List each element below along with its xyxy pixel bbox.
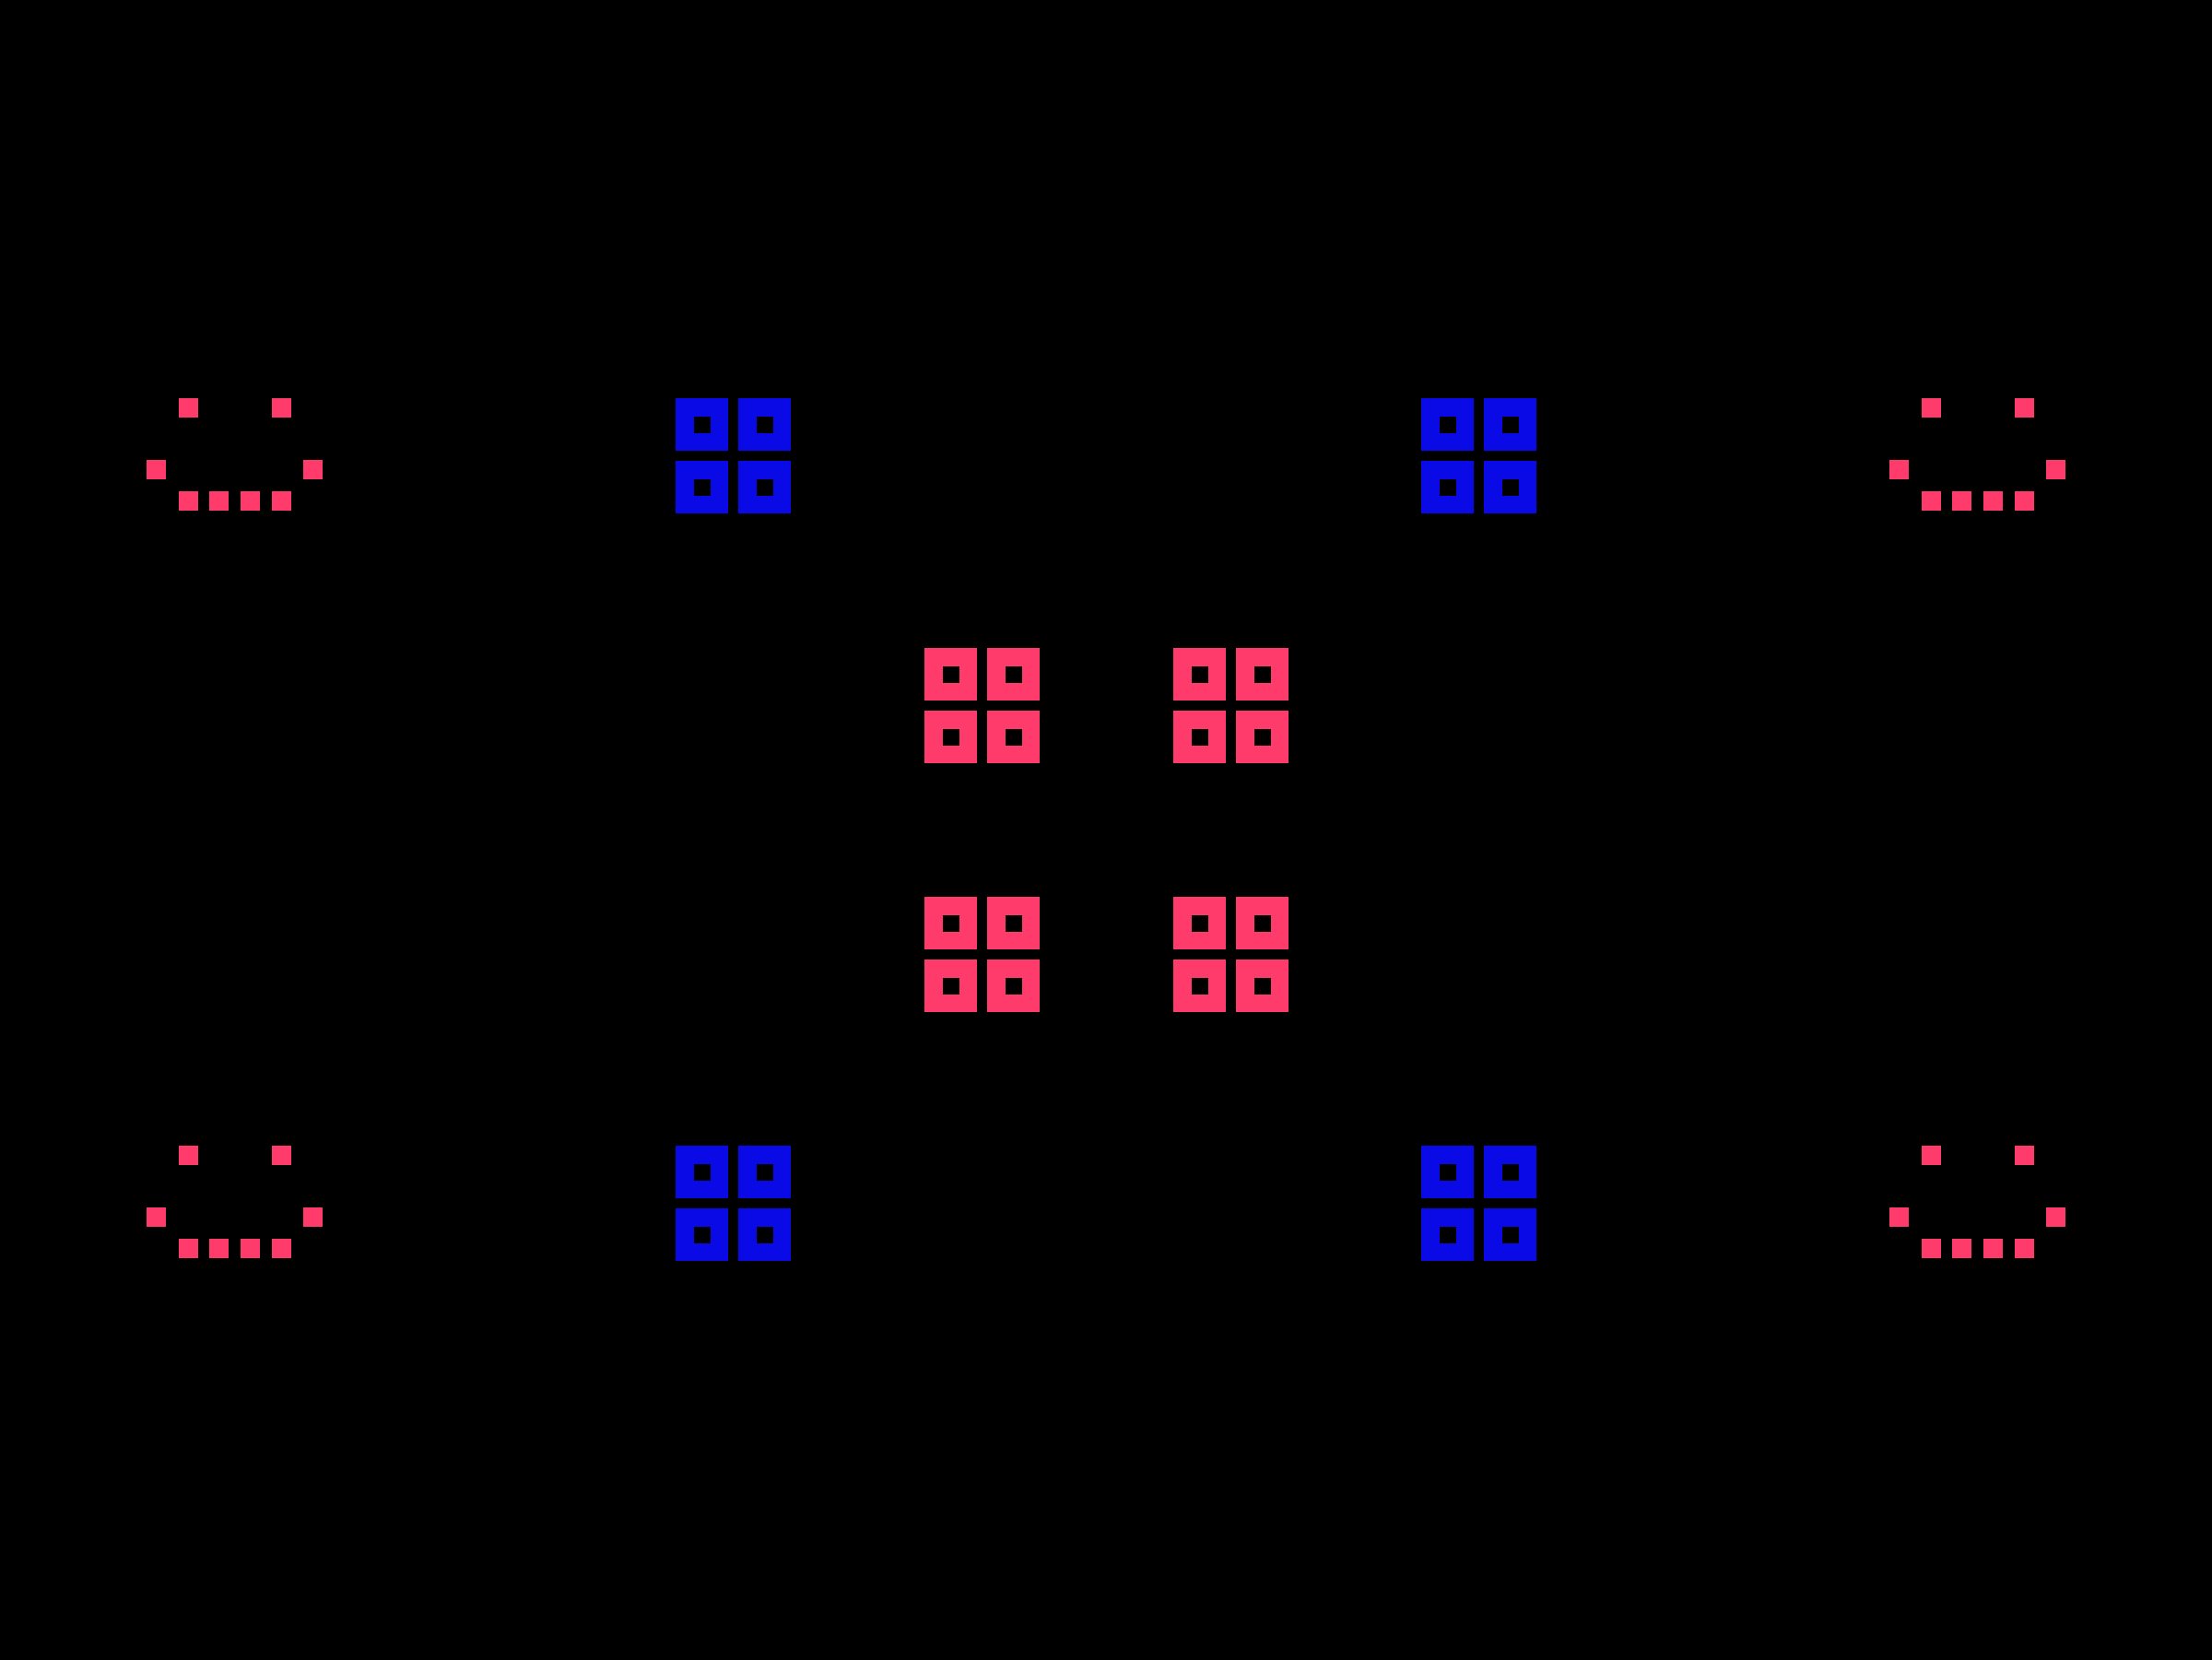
block-cell-hole (1440, 1164, 1456, 1181)
pink-block-center-top-left[interactable] (924, 648, 1040, 763)
block-cell-hole (943, 666, 959, 683)
block-cell-hole (1192, 666, 1208, 683)
smiley-dot (272, 1239, 291, 1258)
smiley-dot (209, 1239, 229, 1258)
smiley-dot (241, 491, 260, 511)
block-cell-hole (943, 978, 959, 995)
smiley-dot (241, 1239, 260, 1258)
block-cell-hole (1192, 729, 1208, 746)
pink-block-center-top-right[interactable] (1173, 648, 1288, 763)
block-cell-hole (1192, 915, 1208, 932)
block-cell-hole (694, 1227, 711, 1243)
blue-block-top-right[interactable] (1421, 398, 1536, 513)
blue-block-top-left[interactable] (676, 398, 791, 513)
pink-block-center-bottom-right[interactable] (1173, 897, 1288, 1012)
blue-block-bottom-right[interactable] (1421, 1146, 1536, 1261)
smiley-dot (179, 398, 198, 418)
block-cell-hole (757, 1227, 773, 1243)
smiley-top-right[interactable] (1889, 398, 2065, 511)
block-cell-hole (1006, 729, 1022, 746)
block-cell-hole (1192, 978, 1208, 995)
block-cell-hole (694, 417, 711, 433)
blue-block-bottom-left[interactable] (676, 1146, 791, 1261)
block-cell-hole (1254, 978, 1271, 995)
block-cell-hole (1254, 915, 1271, 932)
block-cell-hole (1502, 479, 1519, 496)
block-cell-hole (1502, 417, 1519, 433)
block-cell-hole (1006, 978, 1022, 995)
smiley-dot (2046, 1207, 2065, 1227)
smiley-dot (272, 491, 291, 511)
block-cell-hole (757, 417, 773, 433)
smiley-dot (1983, 491, 2003, 511)
smiley-dot (1922, 1146, 1941, 1165)
smiley-dot (1922, 1239, 1941, 1258)
block-cell-hole (1254, 666, 1271, 683)
smiley-bottom-right[interactable] (1889, 1146, 2065, 1258)
block-cell-hole (943, 729, 959, 746)
block-cell-hole (943, 915, 959, 932)
block-cell-hole (1254, 729, 1271, 746)
smiley-dot (303, 460, 323, 479)
smiley-dot (179, 1239, 198, 1258)
smiley-dot (147, 460, 166, 479)
block-cell-hole (1502, 1227, 1519, 1243)
smiley-top-left[interactable] (147, 398, 323, 511)
smiley-dot (2015, 1146, 2034, 1165)
block-cell-hole (694, 479, 711, 496)
smiley-dot (272, 1146, 291, 1165)
block-cell-hole (694, 1164, 711, 1181)
smiley-dot (1952, 1239, 1971, 1258)
smiley-dot (303, 1207, 323, 1227)
smiley-dot (1952, 491, 1971, 511)
block-cell-hole (757, 1164, 773, 1181)
block-cell-hole (1006, 666, 1022, 683)
smiley-dot (179, 1146, 198, 1165)
block-cell-hole (1440, 479, 1456, 496)
smiley-dot (1983, 1239, 2003, 1258)
block-cell-hole (1502, 1164, 1519, 1181)
smiley-dot (147, 1207, 166, 1227)
smiley-bottom-left[interactable] (147, 1146, 323, 1258)
block-cell-hole (1440, 417, 1456, 433)
smiley-dot (179, 491, 198, 511)
smiley-dot (2046, 460, 2065, 479)
smiley-dot (1922, 491, 1941, 511)
smiley-dot (1889, 460, 1909, 479)
smiley-dot (2015, 398, 2034, 418)
pink-block-center-bottom-left[interactable] (924, 897, 1040, 1012)
smiley-dot (1922, 398, 1941, 418)
smiley-dot (2015, 491, 2034, 511)
block-cell-hole (1006, 915, 1022, 932)
smiley-dot (272, 398, 291, 418)
smiley-dot (209, 491, 229, 511)
smiley-dot (2015, 1239, 2034, 1258)
smiley-dot (1889, 1207, 1909, 1227)
block-cell-hole (1440, 1227, 1456, 1243)
block-cell-hole (757, 479, 773, 496)
